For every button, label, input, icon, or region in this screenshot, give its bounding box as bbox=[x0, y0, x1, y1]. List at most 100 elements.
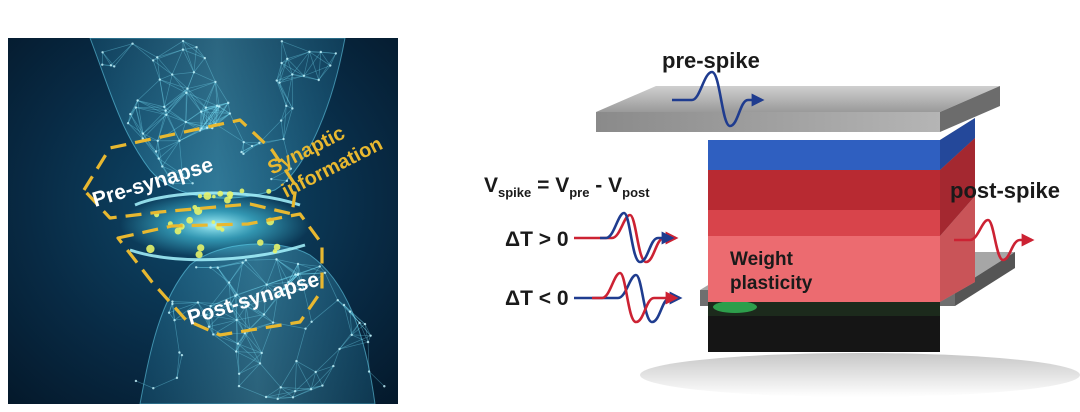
mesh-line bbox=[199, 127, 208, 131]
mesh-line bbox=[295, 274, 305, 290]
mesh-node bbox=[154, 150, 158, 153]
mesh-line bbox=[157, 110, 167, 141]
mesh-line bbox=[359, 322, 369, 343]
mesh-line bbox=[156, 57, 161, 80]
mesh-line bbox=[215, 105, 218, 125]
mesh-line bbox=[245, 305, 251, 330]
mesh-line bbox=[236, 314, 265, 321]
mesh-line bbox=[236, 262, 243, 295]
mesh-line bbox=[266, 390, 296, 398]
mesh-node bbox=[285, 104, 288, 108]
mesh-node bbox=[236, 342, 240, 345]
mesh-line bbox=[259, 120, 282, 144]
mesh-line bbox=[164, 92, 187, 108]
post-synapse-dashed-frame bbox=[116, 212, 324, 337]
mesh-line bbox=[132, 43, 154, 61]
mesh-line bbox=[179, 130, 201, 142]
mesh-node bbox=[342, 303, 346, 307]
mesh-node bbox=[279, 119, 283, 122]
mesh-line bbox=[339, 335, 371, 350]
mesh-line bbox=[276, 259, 296, 275]
mesh-line bbox=[102, 64, 115, 67]
mesh-line bbox=[102, 64, 111, 66]
mesh-node bbox=[336, 299, 339, 302]
mesh-line bbox=[273, 322, 306, 329]
mesh-node bbox=[242, 152, 245, 156]
mesh-node bbox=[181, 48, 185, 51]
mesh-line bbox=[276, 259, 299, 275]
mesh-line bbox=[249, 314, 265, 330]
mesh-line bbox=[235, 320, 238, 352]
mesh-line bbox=[281, 62, 305, 77]
mesh-node bbox=[264, 395, 268, 399]
mesh-line bbox=[276, 74, 293, 81]
mesh-line bbox=[215, 113, 231, 125]
delta-t-negative-label: ΔT < 0 bbox=[505, 287, 569, 310]
mesh-line bbox=[142, 133, 158, 142]
mesh-line bbox=[303, 266, 321, 290]
mesh-line bbox=[137, 100, 144, 134]
mesh-line bbox=[230, 304, 246, 334]
mesh-line bbox=[159, 79, 165, 107]
mesh-node bbox=[141, 132, 145, 135]
mesh-line bbox=[208, 306, 211, 327]
mesh-line bbox=[315, 371, 323, 386]
mesh-line bbox=[292, 388, 312, 398]
mesh-line bbox=[179, 140, 183, 175]
mesh-line bbox=[127, 107, 137, 124]
mesh-line bbox=[280, 386, 312, 390]
mesh-line bbox=[281, 41, 288, 59]
mesh-node bbox=[186, 87, 189, 90]
mesh-line bbox=[155, 151, 160, 159]
mesh-line bbox=[241, 142, 260, 153]
pre-spike-label: pre-spike bbox=[662, 48, 760, 73]
mesh-line bbox=[161, 140, 180, 167]
mesh-line bbox=[236, 284, 267, 295]
mesh-line bbox=[349, 311, 366, 325]
mesh-line bbox=[266, 396, 278, 400]
mesh-node bbox=[184, 120, 188, 124]
top-electrode-side bbox=[940, 86, 1000, 132]
mesh-line bbox=[210, 295, 236, 307]
mesh-line bbox=[295, 272, 326, 275]
mesh-line bbox=[236, 320, 239, 344]
mesh-line bbox=[152, 49, 184, 61]
mesh-line bbox=[193, 71, 216, 83]
mesh-line bbox=[168, 302, 199, 314]
mesh-line bbox=[288, 281, 305, 290]
mesh-line bbox=[310, 371, 317, 390]
mesh-line bbox=[351, 322, 360, 336]
mesh-line bbox=[251, 142, 260, 147]
mesh-node bbox=[250, 144, 254, 148]
neurotransmitter-dot bbox=[197, 193, 203, 199]
mesh-line bbox=[297, 263, 320, 267]
mesh-line bbox=[135, 107, 144, 139]
mesh-node bbox=[212, 333, 215, 336]
mesh-line bbox=[276, 259, 289, 283]
mesh-node bbox=[157, 157, 160, 160]
mesh-line bbox=[127, 100, 138, 124]
mesh-node bbox=[113, 65, 116, 68]
mesh-line bbox=[279, 82, 293, 109]
mesh-line bbox=[279, 75, 305, 84]
mesh-line bbox=[166, 92, 187, 116]
mesh-line bbox=[284, 273, 299, 290]
mesh-line bbox=[228, 282, 236, 297]
mesh-line bbox=[208, 326, 214, 335]
mesh-line bbox=[272, 295, 278, 323]
mesh-line bbox=[230, 295, 236, 305]
equation-v: V bbox=[484, 174, 498, 197]
mesh-line bbox=[205, 105, 218, 108]
mesh-line bbox=[280, 386, 296, 392]
mesh-line bbox=[367, 342, 370, 372]
mesh-line bbox=[271, 168, 292, 180]
mesh-node bbox=[209, 304, 212, 308]
mesh-line bbox=[244, 332, 262, 354]
mesh-line bbox=[165, 114, 180, 141]
mesh-line bbox=[185, 121, 208, 129]
spike-voltage-equation: Vspike = Vpre - Vpost bbox=[484, 174, 650, 200]
mesh-node bbox=[369, 334, 372, 337]
mesh-line bbox=[172, 303, 175, 321]
mesh-node bbox=[228, 112, 232, 115]
mesh-line bbox=[201, 106, 220, 129]
